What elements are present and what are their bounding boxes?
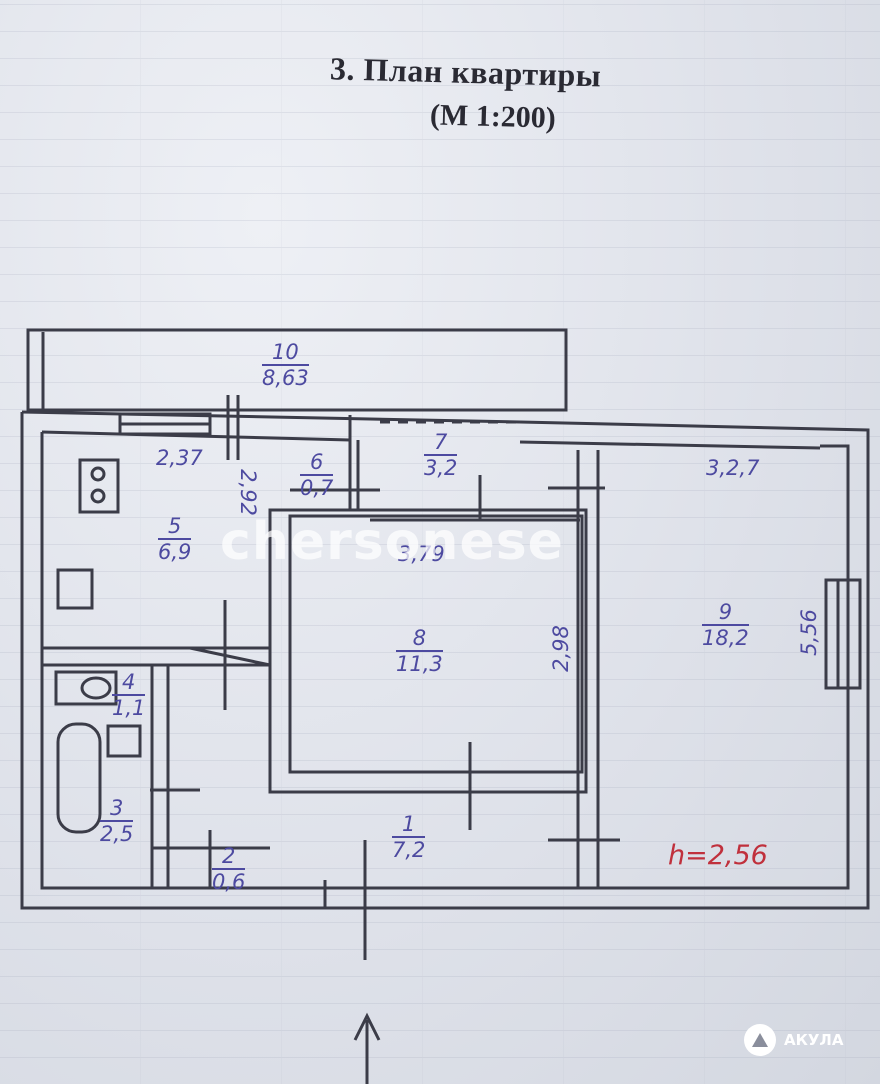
bedroom-window: [824, 578, 862, 690]
brand-logo: АКУЛА: [744, 1024, 844, 1056]
dimension-5-56: 5,56: [796, 609, 821, 656]
outer-wall-top: [21, 410, 521, 424]
dimension-3-27: 3,2,7: [706, 456, 760, 480]
stove: [78, 458, 120, 514]
inner-top-wall: [41, 430, 351, 442]
bathtub: [56, 722, 102, 834]
outer-wall-inner: [40, 432, 850, 890]
toilet: [54, 670, 118, 706]
ceiling-height-note: h=2,56: [668, 840, 768, 871]
kitchen-sink: [56, 568, 94, 610]
dimension-2-92: 2,92: [235, 469, 260, 516]
room-8-inner: [288, 514, 584, 774]
right-top-wall: [519, 440, 821, 450]
outer-wall: [20, 412, 870, 910]
dimension-2-98: 2,98: [548, 625, 573, 672]
shark-fin-icon: [744, 1024, 776, 1056]
bath-sink: [106, 724, 142, 758]
brand-name: АКУЛА: [784, 1031, 844, 1049]
dimension-2-37: 2,37: [156, 446, 203, 470]
balcony-outline: [26, 328, 568, 412]
watermark: chersonese: [220, 512, 564, 572]
dimension-3-79: 3,79: [398, 542, 445, 566]
